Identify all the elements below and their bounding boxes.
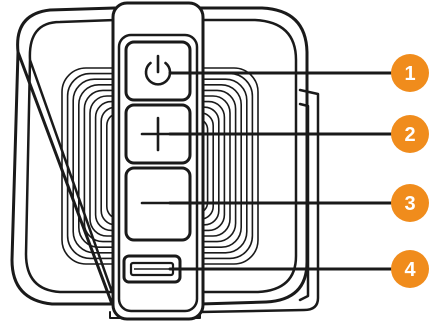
callout-badge-circle [391, 54, 429, 92]
callout-number-3: 3 [404, 193, 415, 215]
callout-lines [168, 71, 394, 271]
speaker-inner-shell [24, 18, 298, 294]
callout-badge-3: 3 [391, 184, 429, 222]
callout-number-1: 1 [404, 63, 415, 85]
callout-badge-2: 2 [391, 115, 429, 153]
callout-badge-circle [391, 250, 429, 288]
usb-port[interactable] [122, 254, 182, 284]
power-icon [144, 54, 172, 86]
callout-badge-circle [391, 115, 429, 153]
callout-badge-4: 4 [391, 250, 429, 288]
power-button[interactable] [124, 40, 192, 102]
callout-badge-1: 1 [391, 54, 429, 92]
speaker-body [10, 6, 320, 319]
callout-number-2: 2 [404, 124, 415, 146]
callout-number-4: 4 [404, 259, 416, 281]
callout-badge-circle [391, 184, 429, 222]
side-strap [198, 88, 320, 314]
